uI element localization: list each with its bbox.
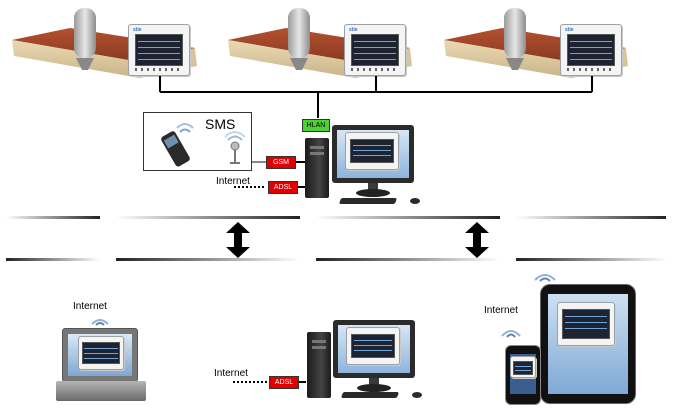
- internet-label-mobile: Internet: [484, 305, 518, 316]
- laptop-app-window: [78, 336, 124, 370]
- double-arrow-icon: [465, 222, 489, 258]
- barn-1-control-panel: stie: [128, 24, 190, 76]
- adsl-label-top: ADSL: [268, 181, 298, 194]
- keyboard-bottom: [340, 392, 400, 398]
- divider-top-4: [516, 216, 666, 219]
- tablet-app-window: [557, 302, 615, 346]
- divider-top-1: [6, 216, 100, 219]
- panel-logo: stie: [133, 27, 142, 33]
- divider-bottom-1: [6, 258, 100, 261]
- divider-bottom-3: [316, 258, 500, 261]
- wifi-icon: [91, 319, 109, 326]
- sms-panel: [143, 112, 252, 171]
- mobile-phone-icon: [161, 123, 194, 167]
- mouse-bottom: [412, 392, 422, 398]
- divider-top-3: [316, 216, 500, 219]
- wifi-icon: [534, 274, 556, 282]
- smartphone-app-window: [510, 356, 536, 378]
- divider-bottom-4: [516, 258, 666, 261]
- barn-3-control-panel: stie: [560, 24, 622, 76]
- divider-top-2: [116, 216, 300, 219]
- barn-2-control-panel: stie: [344, 24, 406, 76]
- monitor-bottom-app-window: [346, 327, 400, 365]
- internet-label-bottom-pc: Internet: [214, 368, 248, 379]
- sms-label: SMS: [205, 116, 236, 132]
- internet-label-laptop: Internet: [73, 301, 107, 312]
- monitor-top-app-window: [345, 132, 399, 170]
- keyboard-top: [338, 198, 398, 204]
- gsm-label: GSM: [266, 156, 296, 169]
- hlan-label: HLAN: [302, 119, 330, 132]
- gsm-antenna-icon: [224, 131, 246, 164]
- panel-logo: stie: [565, 27, 574, 33]
- divider-bottom-2: [116, 258, 300, 261]
- pc-tower-bottom: [307, 332, 331, 398]
- wifi-icon: [501, 330, 521, 338]
- double-arrow-icon: [226, 222, 250, 258]
- internet-label-top: Internet: [216, 176, 250, 187]
- pc-tower-top: [305, 138, 329, 198]
- adsl-label-bottom: ADSL: [269, 376, 299, 389]
- laptop-keyboard-base: [56, 381, 146, 401]
- mouse-top: [410, 198, 420, 204]
- panel-logo: stie: [349, 27, 358, 33]
